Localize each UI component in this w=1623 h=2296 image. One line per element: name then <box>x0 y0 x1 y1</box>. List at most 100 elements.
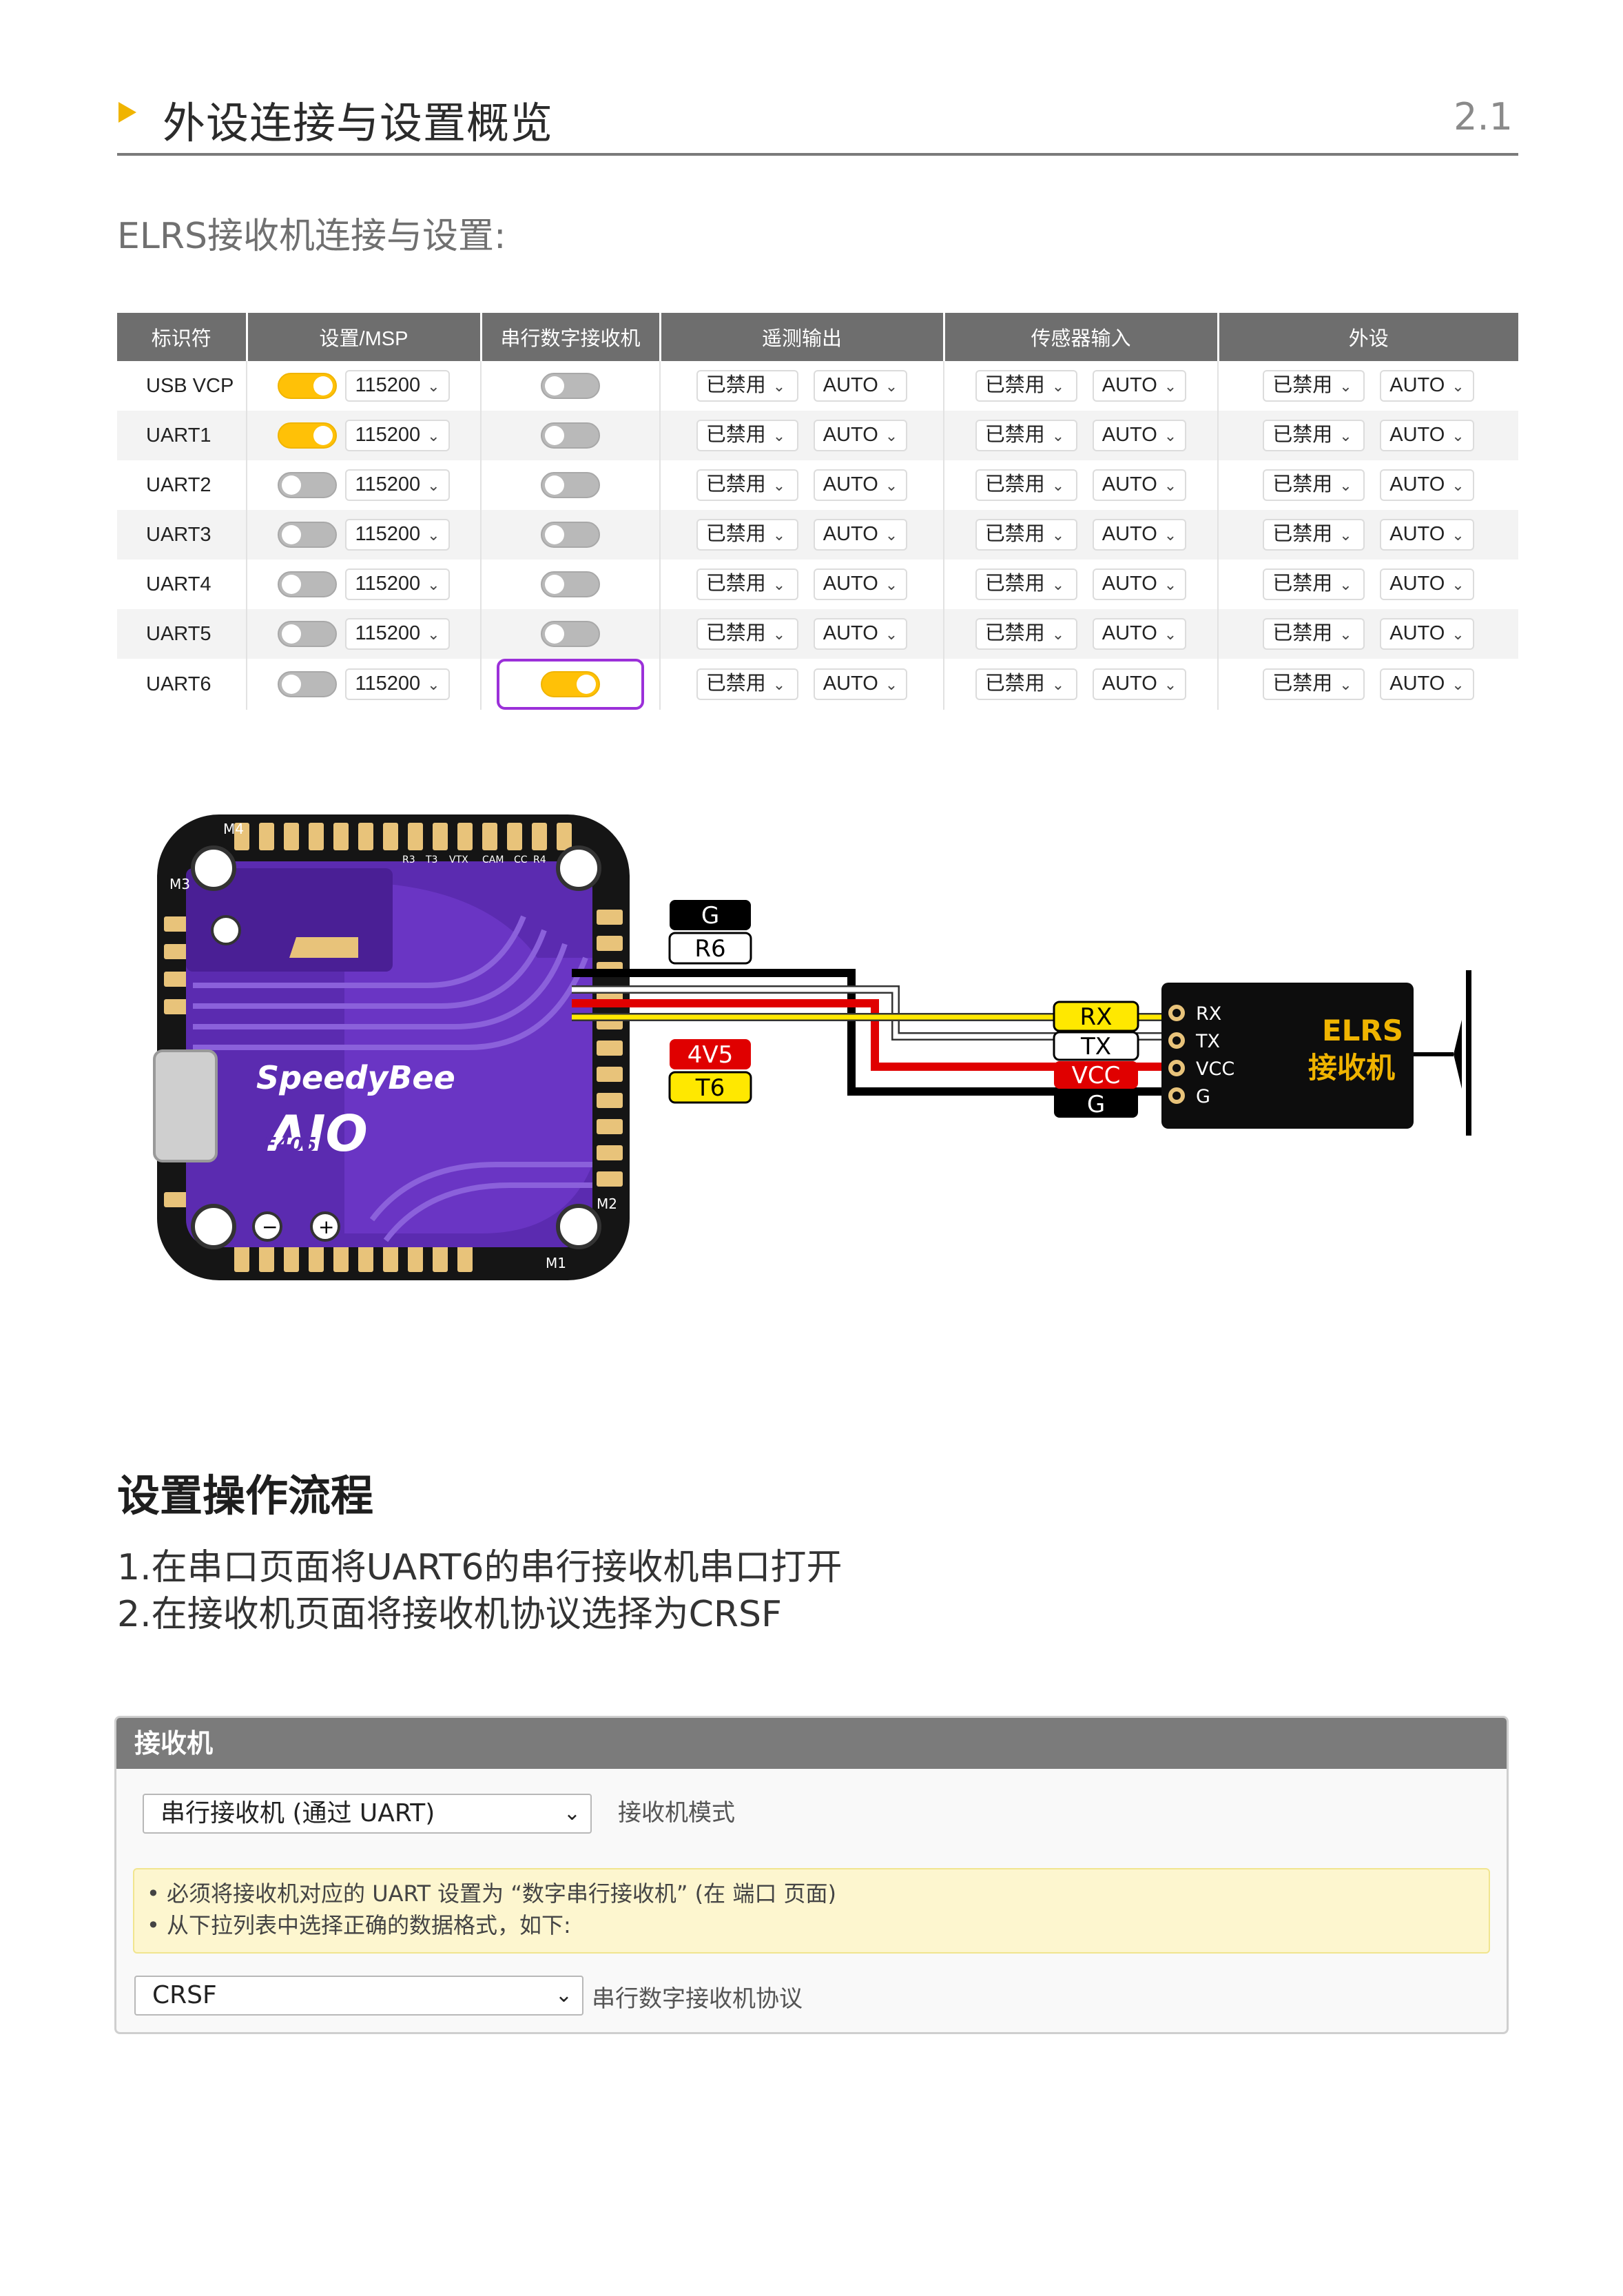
wire-labels: RX TX VCC G <box>1053 1001 1139 1118</box>
peripherals-disabled-select[interactable]: 已禁用⌄ <box>1263 370 1365 402</box>
telemetry-auto-select-value: AUTO <box>823 523 878 545</box>
msp-toggle[interactable] <box>278 373 338 399</box>
baud-select[interactable]: 115200⌄ <box>345 420 450 451</box>
telemetry-disabled-select[interactable]: 已禁用⌄ <box>696 568 798 600</box>
peripherals-disabled-select[interactable]: 已禁用⌄ <box>1263 668 1365 700</box>
sensor-disabled-select[interactable]: 已禁用⌄ <box>975 370 1077 402</box>
svg-text:−: − <box>262 1216 278 1238</box>
sensor-auto-select[interactable]: AUTO⌄ <box>1092 420 1187 451</box>
peripherals-disabled-select-value: 已禁用 <box>1272 573 1333 595</box>
sensor-auto-select[interactable]: AUTO⌄ <box>1092 370 1187 402</box>
peripherals-disabled-select[interactable]: 已禁用⌄ <box>1263 420 1365 451</box>
baud-select[interactable]: 115200⌄ <box>345 370 450 402</box>
telemetry-auto-select[interactable]: AUTO⌄ <box>813 668 908 700</box>
msp-toggle[interactable] <box>278 571 338 597</box>
peripherals-auto-select[interactable]: AUTO⌄ <box>1380 668 1474 700</box>
sensor-auto-select[interactable]: AUTO⌄ <box>1092 618 1187 650</box>
telemetry-auto-select[interactable]: AUTO⌄ <box>813 370 908 402</box>
header-divider <box>117 153 1518 156</box>
chevron-down-icon: ⌄ <box>885 676 898 693</box>
peripherals-auto-select[interactable]: AUTO⌄ <box>1380 420 1474 451</box>
sensor-auto-select[interactable]: AUTO⌄ <box>1092 568 1187 600</box>
sensor-disabled-select[interactable]: 已禁用⌄ <box>975 519 1077 551</box>
pad-label-cc: CC <box>514 854 528 865</box>
serial-rx-toggle[interactable] <box>541 671 600 697</box>
peripherals-auto-select[interactable]: AUTO⌄ <box>1380 370 1474 402</box>
chevron-down-icon: ⌄ <box>1164 477 1177 494</box>
msp-toggle[interactable] <box>278 621 338 647</box>
receiver-note-line-1: • 必须将接收机对应的 UART 设置为 “数字串行接收机” (在 端口 页面) <box>147 1880 836 1907</box>
chevron-down-icon: ⌄ <box>772 477 786 494</box>
serial-rx-toggle[interactable] <box>541 422 600 449</box>
receiver-pin-g: G <box>1196 1086 1210 1107</box>
receiver-note-line-2: • 从下拉列表中选择正确的数据格式，如下: <box>147 1912 571 1938</box>
msp-toggle[interactable] <box>278 422 338 449</box>
telemetry-cell: 已禁用 ⌄ AUTO⌄ <box>660 609 944 659</box>
peripherals-auto-select[interactable]: AUTO⌄ <box>1380 618 1474 650</box>
serial-rx-toggle[interactable] <box>541 522 600 548</box>
msp-cell: 115200⌄ <box>247 560 482 609</box>
sensor-auto-select[interactable]: AUTO⌄ <box>1092 469 1187 501</box>
sensor-disabled-select[interactable]: 已禁用⌄ <box>975 420 1077 451</box>
serial-rx-toggle[interactable] <box>541 571 600 597</box>
port-identifier: UART1 <box>117 411 247 460</box>
baud-select[interactable]: 115200⌄ <box>345 668 450 700</box>
telemetry-disabled-select[interactable]: 已禁用⌄ <box>696 420 798 451</box>
telemetry-disabled-select[interactable]: 已禁用 ⌄ <box>696 618 798 650</box>
telemetry-disabled-select-value: 已禁用 <box>705 374 766 396</box>
sensor-disabled-select-value: 已禁用 <box>984 573 1045 595</box>
telemetry-disabled-select[interactable]: 已禁用⌄ <box>696 519 798 551</box>
chevron-down-icon: ⌄ <box>1051 427 1065 444</box>
baud-select[interactable]: 115200⌄ <box>345 469 450 501</box>
sensor-disabled-select[interactable]: 已禁用⌄ <box>975 568 1077 600</box>
telemetry-auto-select[interactable]: AUTO⌄ <box>813 618 908 650</box>
serial-rx-toggle[interactable] <box>541 472 600 498</box>
telemetry-disabled-select[interactable]: 已禁用⌄ <box>696 469 798 501</box>
receiver-pin-rx: RX <box>1196 1003 1221 1025</box>
peripherals-disabled-select[interactable]: 已禁用⌄ <box>1263 618 1365 650</box>
msp-toggle[interactable] <box>278 522 338 548</box>
telemetry-disabled-select[interactable]: 已禁用⌄ <box>696 370 798 402</box>
serial-rx-toggle[interactable] <box>541 621 600 647</box>
baud-select[interactable]: 115200⌄ <box>345 568 450 600</box>
msp-toggle[interactable] <box>278 671 338 697</box>
telemetry-auto-select[interactable]: AUTO⌄ <box>813 568 908 600</box>
sensor-disabled-select[interactable]: 已禁用⌄ <box>975 668 1077 700</box>
sensor-auto-select[interactable]: AUTO⌄ <box>1092 668 1187 700</box>
ports-table-row: UART1 115200⌄ 已禁用⌄ AUTO⌄ 已禁用⌄ AUTO⌄ 已禁用⌄ AUTO⌄ <box>117 411 1518 460</box>
chevron-down-icon: ⌄ <box>772 626 786 643</box>
telemetry-auto-select[interactable]: AUTO⌄ <box>813 519 908 551</box>
peripherals-auto-select[interactable]: AUTO⌄ <box>1380 568 1474 600</box>
telemetry-auto-select[interactable]: AUTO⌄ <box>813 469 908 501</box>
serial-rx-toggle[interactable] <box>541 373 600 399</box>
peripherals-auto-select[interactable]: AUTO⌄ <box>1380 469 1474 501</box>
serial-protocol-select[interactable]: CRSF ⌄ <box>134 1976 583 2016</box>
peripherals-auto-select[interactable]: AUTO⌄ <box>1380 519 1474 551</box>
telemetry-disabled-select[interactable]: 已禁用⌄ <box>696 668 798 700</box>
msp-cell: 115200⌄ <box>247 361 482 411</box>
msp-toggle[interactable] <box>278 472 338 498</box>
telemetry-auto-select[interactable]: AUTO⌄ <box>813 420 908 451</box>
chevron-down-icon: ⌄ <box>427 626 440 643</box>
peripherals-cell: 已禁用⌄ AUTO⌄ <box>1218 411 1518 460</box>
peripherals-disabled-select[interactable]: 已禁用⌄ <box>1263 568 1365 600</box>
baud-select[interactable]: 115200⌄ <box>345 618 450 650</box>
chevron-down-icon: ⌄ <box>555 1983 572 2007</box>
peripherals-disabled-select[interactable]: 已禁用⌄ <box>1263 519 1365 551</box>
sensor-disabled-select[interactable]: 已禁用⌄ <box>975 469 1077 501</box>
telemetry-disabled-select-value: 已禁用 <box>705 622 766 644</box>
receiver-mode-select[interactable]: 串行接收机 (通过 UART) ⌄ <box>143 1794 592 1834</box>
chevron-down-icon: ⌄ <box>772 676 786 693</box>
wire-g <box>572 969 1061 1096</box>
baud-select[interactable]: 115200⌄ <box>345 519 450 551</box>
sensor-disabled-select[interactable]: 已禁用⌄ <box>975 618 1077 650</box>
baud-value: 115200 <box>355 473 421 495</box>
peripherals-cell: 已禁用⌄ AUTO⌄ <box>1218 659 1518 710</box>
serial-rx-highlight <box>497 659 644 710</box>
peripherals-disabled-select-value: 已禁用 <box>1272 374 1333 396</box>
peripherals-disabled-select[interactable]: 已禁用⌄ <box>1263 469 1365 501</box>
telemetry-auto-select-value: AUTO <box>823 374 878 396</box>
sensor-auto-select[interactable]: AUTO⌄ <box>1092 519 1187 551</box>
